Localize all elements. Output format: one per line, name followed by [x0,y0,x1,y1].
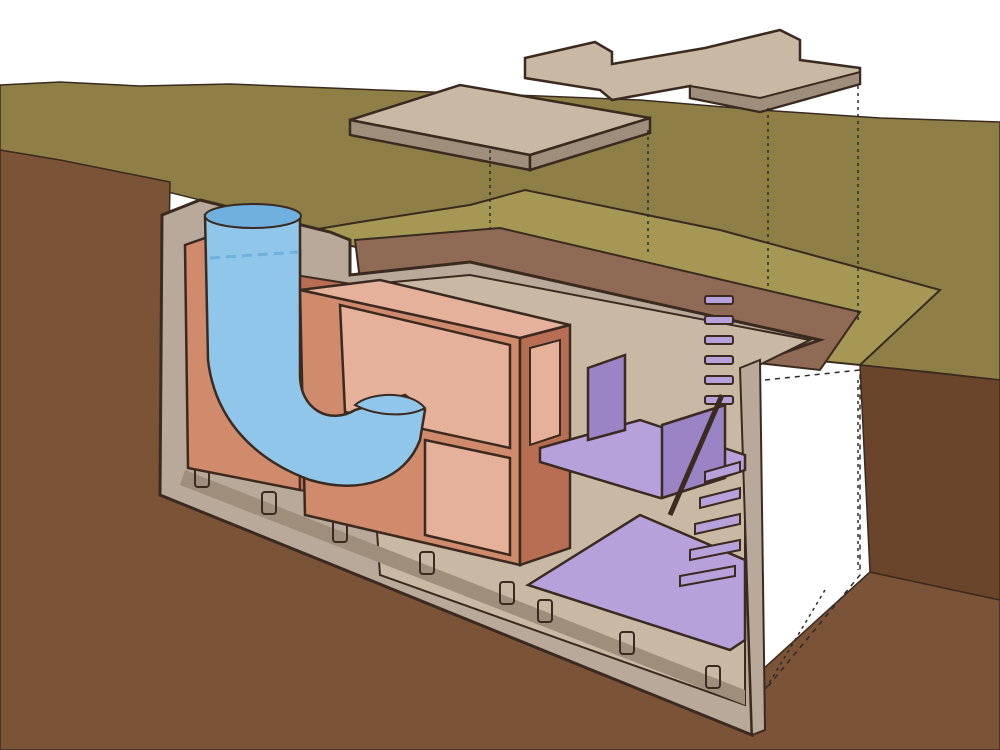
ladder-rung [704,315,734,325]
footing [419,551,435,575]
water-outlet-surface [353,393,427,416]
footing [261,491,277,515]
ladder-rung [704,355,734,365]
ladder-rung [704,295,734,305]
water-pipe-body [203,213,427,487]
bunker-interior-floor [180,470,745,705]
ladder-pole [667,394,725,516]
water-level-line [209,250,299,260]
assembly-leader-lines [489,86,859,691]
purple-shelf [525,353,747,652]
water-tank-icon [203,203,427,487]
footing [537,599,553,623]
ladder-rung [704,375,734,385]
water-tank-top-opening [204,203,302,229]
ladder-step [679,564,736,588]
ladder-step [694,512,741,536]
footing [619,631,635,655]
roof-slab-left [348,83,652,172]
ladder-step [699,486,741,510]
exchanger-lower-window [423,438,512,557]
lower-shelf [525,513,747,652]
soil-side-face [859,364,1000,601]
roof-slab-right-lip [689,70,861,114]
roof-slab-right-body [523,28,862,114]
upper-shelf-backrest [586,353,627,442]
roof-slab-right [523,28,862,114]
footing [499,581,515,605]
ladder-rung [704,335,734,345]
leader-line [764,589,826,691]
wall-ladder [679,295,741,588]
ladder-step [704,460,741,484]
footing [705,665,721,689]
ladder-step [689,538,741,562]
roof-slab-left-side [528,116,652,172]
bunker-right-inner-wall [738,358,767,737]
floor-footings [194,464,721,689]
exchanger-side-panel [529,338,561,447]
